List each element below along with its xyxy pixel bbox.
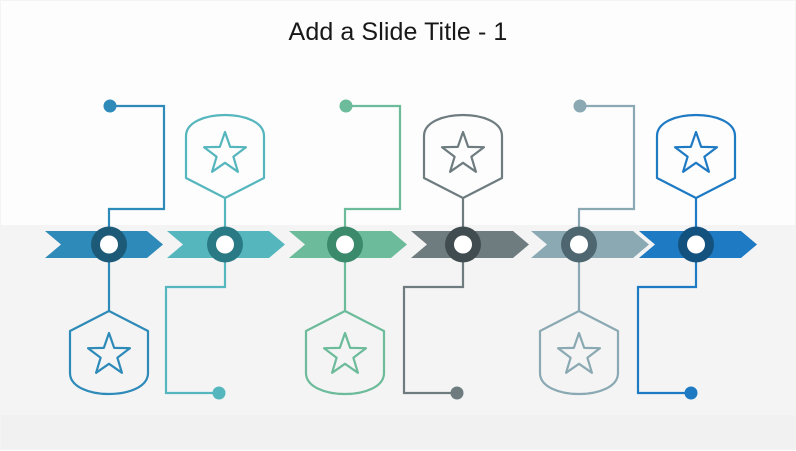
stage-6-connector <box>636 246 698 400</box>
stage-6-badge-shield <box>655 113 737 200</box>
stage-2-node-center <box>216 235 234 254</box>
stage-1-node[interactable] <box>91 226 127 263</box>
stage-6-node[interactable] <box>678 226 714 263</box>
star-icon <box>556 331 602 374</box>
stage-4-connector <box>402 246 465 400</box>
stage-2-badge <box>184 113 266 200</box>
star-icon <box>202 130 248 173</box>
stage-4-node[interactable] <box>445 226 481 263</box>
stage-5-connector <box>573 99 636 243</box>
stage-2-endpoint-dot <box>212 386 226 400</box>
stage-1-connector <box>103 99 166 243</box>
stage-5-node[interactable] <box>561 226 597 263</box>
stage-5-badge-shield <box>538 309 620 396</box>
stage-6-badge <box>655 113 737 200</box>
stage-5-badge <box>538 309 620 396</box>
star-icon <box>86 331 132 374</box>
stage-3-node-center <box>336 235 354 254</box>
page-title: Add a Slide Title - 1 <box>288 18 508 46</box>
timeline-stage-2 <box>164 113 285 400</box>
stage-1-badge <box>68 309 150 396</box>
star-icon <box>673 130 719 173</box>
stage-6-endpoint-dot <box>684 386 698 400</box>
star-icon <box>322 331 368 374</box>
stage-6-node-center <box>687 235 705 254</box>
stage-2-node[interactable] <box>207 226 243 263</box>
stage-5-node-center <box>570 235 588 254</box>
stage-2-connector-line <box>164 246 227 395</box>
stage-4-connector-line <box>402 246 465 395</box>
stage-6-connector-line <box>636 246 698 395</box>
stage-3-connector-line <box>343 104 402 243</box>
stage-1-connector-line <box>107 104 166 243</box>
stage-4-node-center <box>454 235 472 254</box>
stage-2-connector <box>164 246 227 400</box>
timeline-stage-6 <box>636 113 757 400</box>
stage-2-badge-shield <box>184 113 266 200</box>
timeline-stage-1 <box>45 99 166 396</box>
stage-3-connector <box>339 99 402 243</box>
stage-5-connector-line <box>577 104 636 243</box>
stage-3-badge-shield <box>304 309 386 396</box>
stage-4-badge-shield <box>422 113 504 200</box>
stage-1-node-center <box>100 235 118 254</box>
stage-3-node[interactable] <box>327 226 363 263</box>
timeline-stage-3 <box>289 99 407 396</box>
stage-3-endpoint-dot <box>339 99 353 113</box>
timeline-stage-4 <box>402 113 529 400</box>
stage-3-badge <box>304 309 386 396</box>
stage-1-badge-shield <box>68 309 150 396</box>
stage-4-badge <box>422 113 504 200</box>
stage-5-endpoint-dot <box>573 99 587 113</box>
stage-4-endpoint-dot <box>450 386 464 400</box>
timeline-stage-5 <box>531 99 649 396</box>
star-icon <box>440 130 486 173</box>
stage-1-endpoint-dot <box>103 99 117 113</box>
